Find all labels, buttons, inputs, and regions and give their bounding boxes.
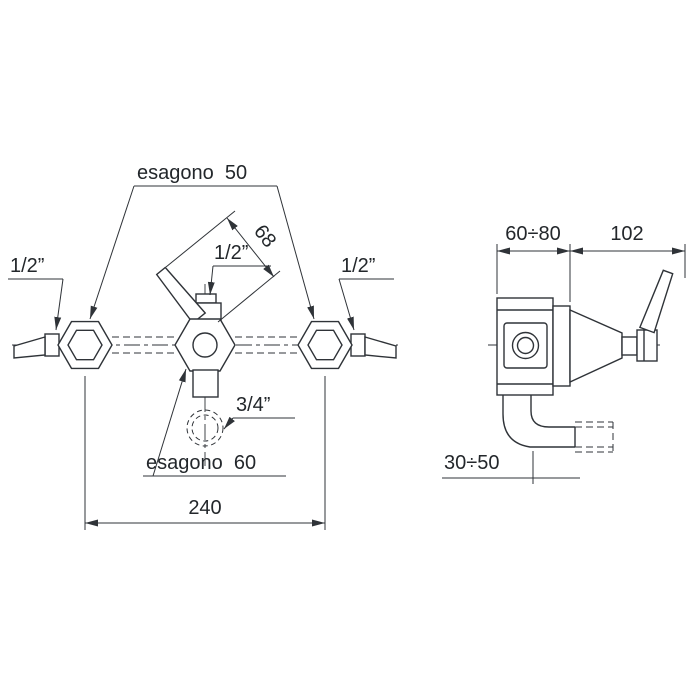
- side-lever-handle: [638, 269, 674, 334]
- side-port-inner: [516, 336, 535, 355]
- left-hex-chamfer: [67, 329, 103, 361]
- top-port: [195, 293, 217, 304]
- half-inch-right-label: 1/2”: [341, 255, 375, 277]
- side-boss: [503, 322, 548, 369]
- dimension-half-inch-left: 1/2”: [8, 255, 64, 331]
- dim-60-80-label: 60÷80: [505, 223, 560, 245]
- dimension-three-quarter-inch: 3/4”: [223, 394, 295, 430]
- neck: [621, 336, 638, 356]
- right-lever-handle: [364, 336, 397, 359]
- bottom-port-housing: [192, 369, 219, 398]
- side-port-outer: [511, 331, 540, 360]
- dim-30-50-label: 30÷50: [444, 452, 499, 474]
- bottom-outlet-hidden-outer: [186, 409, 224, 447]
- threaded-end-hidden: [575, 421, 614, 453]
- side-outlet-elbow: [502, 395, 614, 453]
- front-view: esagono 50 68 1/2” 1/2” 1/2”: [8, 162, 398, 530]
- cone-body: [569, 308, 623, 384]
- side-view: 60÷80 102 30÷50: [442, 223, 686, 484]
- dimension-30-50: 30÷50: [442, 451, 580, 484]
- center-bore: [192, 332, 218, 358]
- left-lever-handle: [13, 336, 46, 359]
- side-handle-assembly: [552, 269, 674, 387]
- escutcheon-flange: [552, 305, 571, 387]
- right-hex-chamfer: [307, 329, 343, 361]
- dim-240-label: 240: [188, 497, 221, 519]
- right-valve: [297, 320, 397, 370]
- esagono-50-label: esagono 50: [137, 162, 247, 184]
- dimension-esagono-60: esagono 60: [143, 368, 286, 477]
- dimension-half-inch-center: 1/2”: [207, 242, 271, 296]
- bottom-outlet-hidden-inner: [191, 414, 219, 442]
- center-body: [155, 266, 236, 447]
- left-valve: [13, 320, 113, 370]
- three-quarter-inch-label: 3/4”: [236, 394, 270, 416]
- left-hex-nut: [57, 320, 113, 370]
- dimension-esagono-50: esagono 50: [89, 162, 315, 320]
- side-hex-nut: [636, 329, 658, 362]
- esagono-60-label: esagono 60: [146, 452, 256, 474]
- right-union: [350, 333, 366, 357]
- dim-68-label: 68: [249, 221, 280, 252]
- dimension-60-80: 60÷80: [496, 223, 571, 302]
- dimension-102: 102: [570, 223, 686, 278]
- dim-102-label: 102: [610, 223, 643, 245]
- dimension-half-inch-right: 1/2”: [338, 255, 394, 331]
- dimension-240: 240: [84, 376, 326, 530]
- right-hex-nut: [297, 320, 353, 370]
- side-body: [496, 297, 554, 396]
- left-union: [44, 333, 60, 357]
- center-hex-body: [174, 318, 236, 372]
- half-inch-center-label: 1/2”: [214, 242, 248, 264]
- half-inch-left-label: 1/2”: [10, 255, 44, 277]
